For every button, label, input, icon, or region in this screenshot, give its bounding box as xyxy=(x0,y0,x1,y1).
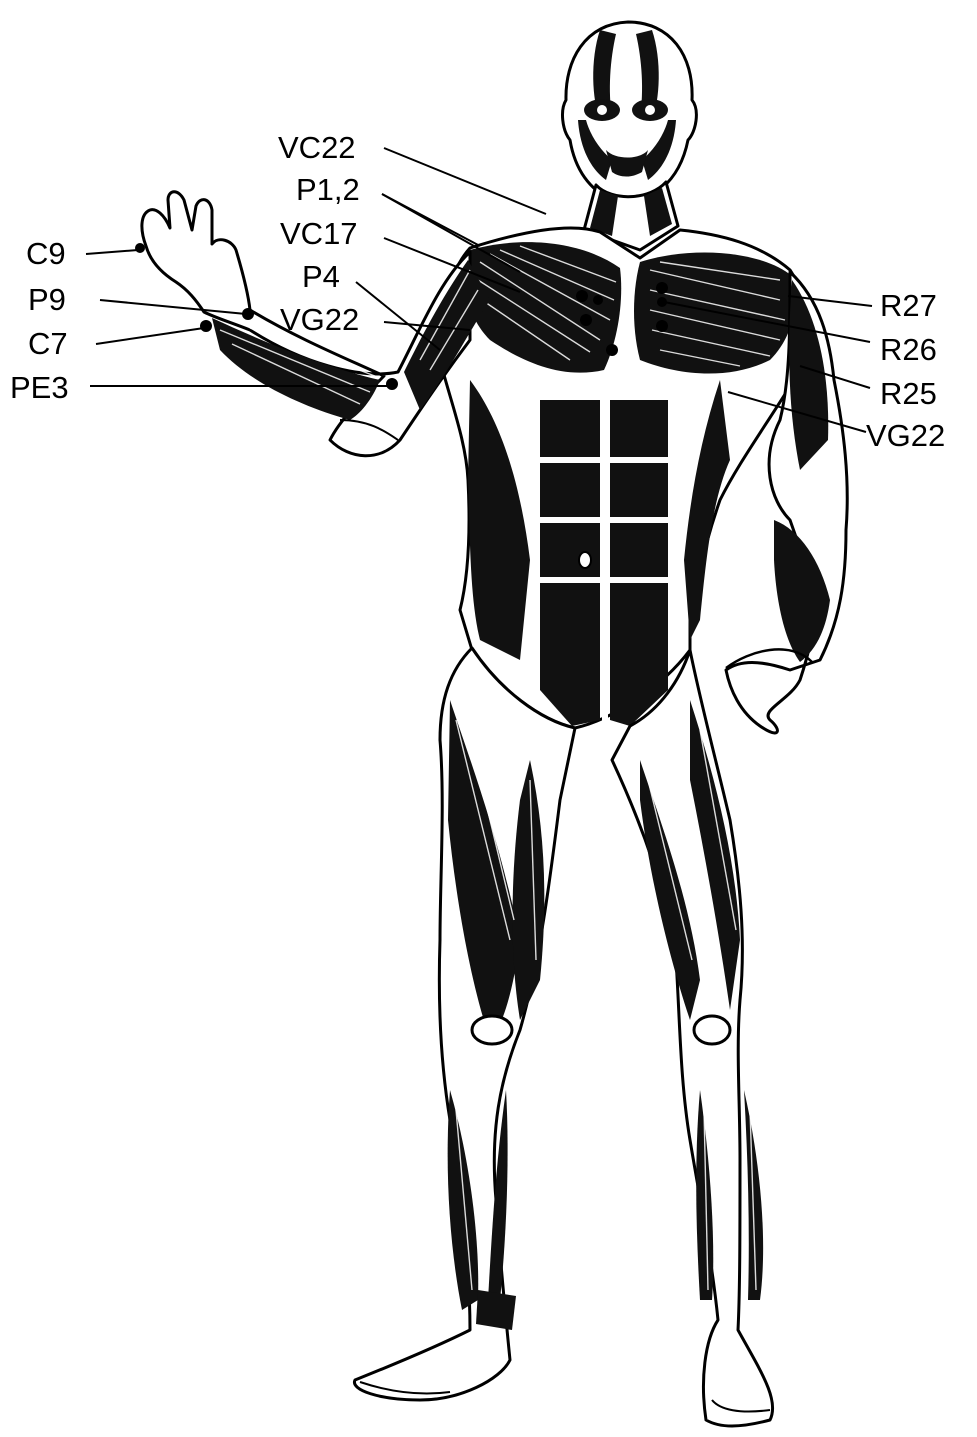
label-p9: P9 xyxy=(28,282,66,317)
human-body-illustration xyxy=(142,22,847,1426)
label-p1-2: P1,2 xyxy=(296,172,360,207)
label-vg22-left: VG22 xyxy=(280,302,359,337)
label-c7: C7 xyxy=(28,326,68,361)
label-p4: P4 xyxy=(302,259,340,294)
leader-vc22-left xyxy=(384,148,546,214)
point-c7 xyxy=(200,320,212,332)
point-p4 xyxy=(580,314,592,326)
label-vc22-left: VC22 xyxy=(278,130,356,165)
label-vg22-right: VG22 xyxy=(866,418,945,453)
leader-p12-b xyxy=(382,194,480,246)
point-c9 xyxy=(135,243,145,253)
label-r27: R27 xyxy=(880,288,937,323)
label-r26: R26 xyxy=(880,332,937,367)
leader-c7 xyxy=(96,328,204,344)
point-p1-2-b xyxy=(593,295,603,305)
label-pe3: PE3 xyxy=(10,370,69,405)
label-c9: C9 xyxy=(26,236,66,271)
label-r25: R25 xyxy=(880,376,937,411)
leader-c9 xyxy=(86,250,138,254)
point-p1-2-a xyxy=(576,290,588,302)
point-pe3 xyxy=(386,378,398,390)
point-r27 xyxy=(656,282,668,294)
label-vc17: VC17 xyxy=(280,216,358,251)
point-vc17 xyxy=(606,344,618,356)
point-r25 xyxy=(656,320,668,332)
